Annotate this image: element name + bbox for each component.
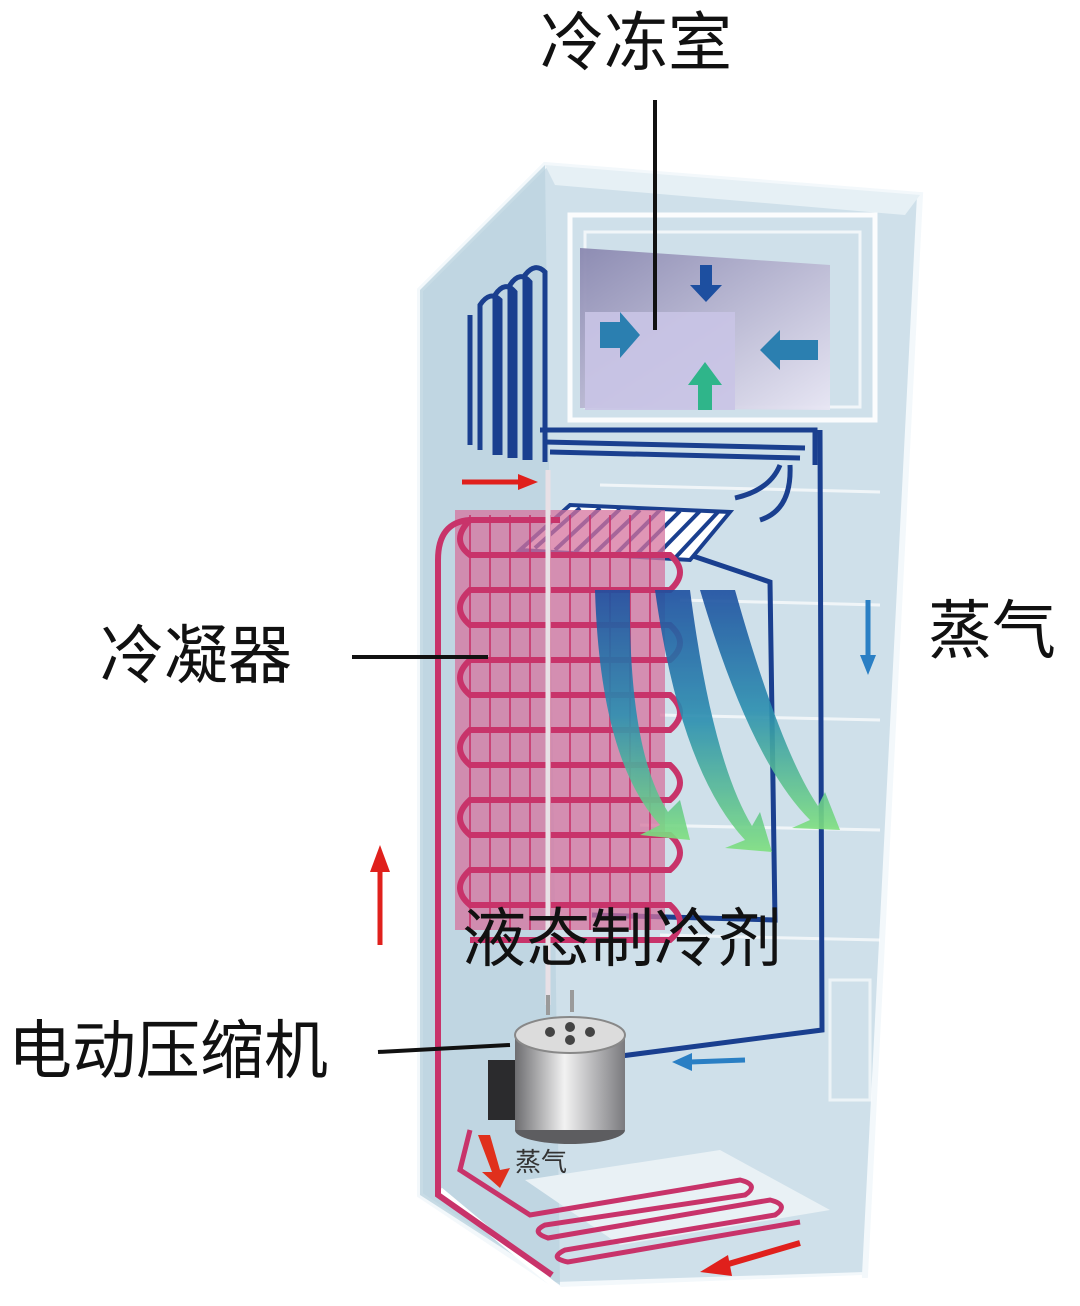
bottom-coil bbox=[457, 1129, 830, 1265]
compressor-label: 电动压缩机 bbox=[8, 1015, 328, 1089]
freezer-label: 冷冻室 bbox=[540, 7, 732, 81]
compressor bbox=[488, 990, 626, 1144]
freezer-air-arrows bbox=[600, 265, 818, 410]
cold-air-arrows bbox=[595, 590, 840, 852]
condenser-label: 冷凝器 bbox=[100, 620, 292, 694]
vapor-small-label: 蒸气 bbox=[515, 1148, 568, 1178]
leader-lines bbox=[352, 100, 657, 1054]
vapor-label: 蒸气 bbox=[928, 595, 1056, 669]
flow-arrows bbox=[370, 474, 876, 1276]
liquid-refrigerant-label: 液态制冷剂 bbox=[462, 903, 782, 977]
